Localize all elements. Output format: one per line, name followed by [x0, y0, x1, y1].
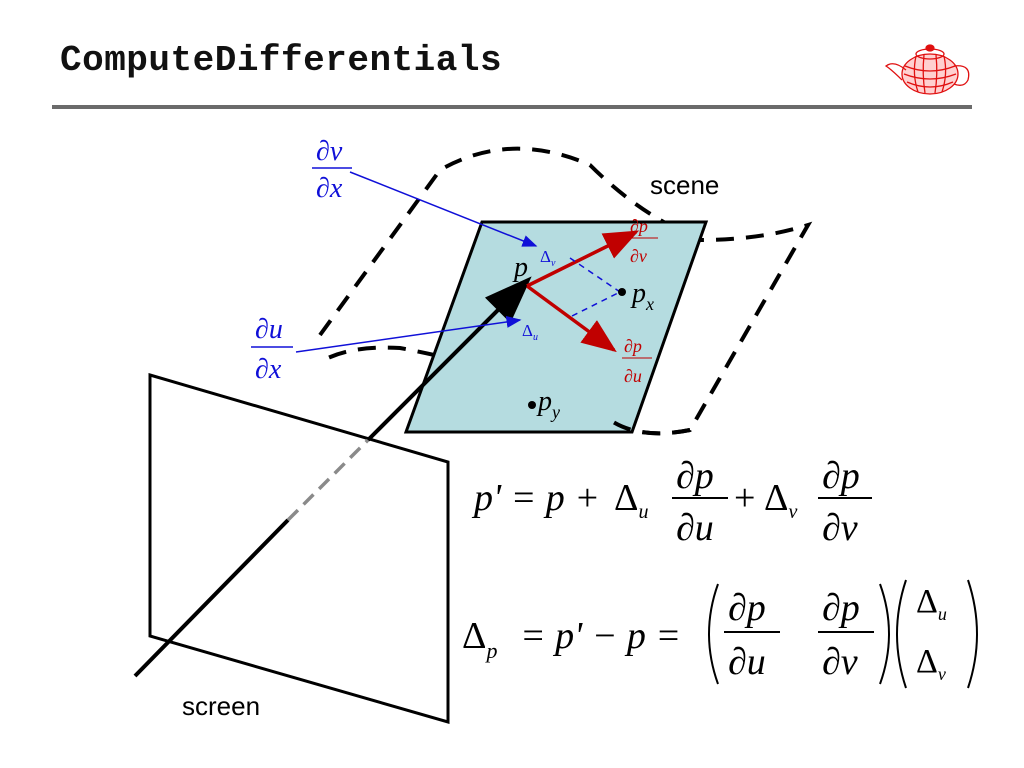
du-dx-numerator: ∂u — [255, 314, 283, 345]
eq1-denominator-1: ∂u — [676, 507, 714, 549]
dp-dv-arrow — [526, 230, 640, 288]
px-base: p — [630, 278, 646, 309]
eq1-delta-v: Δv — [764, 477, 797, 523]
eq1-numerator-1: ∂p — [676, 455, 714, 497]
eq1-delta-v-symbol: Δ — [764, 477, 788, 519]
delta-v-symbol: Δ — [540, 247, 551, 266]
eq2-vector-top-symbol: Δ — [916, 583, 938, 620]
delta-u-offset — [571, 291, 621, 317]
eq1-numerator-2: ∂p — [822, 455, 860, 497]
teapot-wireframe-icon — [884, 44, 970, 95]
eq2-lhs-delta: Δ — [462, 615, 486, 657]
eq2-lhs-subscript: p — [484, 638, 497, 663]
dp-du-numerator: ∂p — [624, 336, 642, 356]
eq2-vector-right-paren — [967, 579, 978, 689]
point-p-label: p — [512, 252, 528, 283]
eq2-numerator-1: ∂p — [728, 587, 766, 629]
scene-surface-outline — [318, 146, 813, 436]
view-ray-front — [133, 518, 290, 678]
slide-title: ComputeDifferentials — [60, 40, 503, 81]
eq2-vector-bottom-subscript: v — [938, 664, 946, 684]
eq2-denominator-1: ∂u — [728, 641, 766, 683]
dv-dx-pointer — [349, 171, 538, 247]
eq1-denominator-2: ∂v — [822, 507, 858, 549]
eq1-delta-u-subscript: u — [638, 501, 648, 523]
screen-label: screen — [182, 691, 260, 721]
point-py — [528, 401, 536, 409]
delta-u-label: Δu — [522, 321, 538, 343]
eq2-matrix-left-paren — [708, 583, 719, 685]
eq2-lhs: Δp — [462, 615, 497, 663]
du-dx-denominator: ∂x — [255, 354, 282, 385]
eq1-plus: + — [734, 477, 755, 519]
py-base: p — [536, 386, 552, 417]
eq2-vector-top: Δu — [916, 583, 947, 624]
eq1-delta-v-subscript: v — [788, 501, 797, 523]
eq2-numerator-2: ∂p — [822, 587, 860, 629]
eq2-vector-bottom-symbol: Δ — [916, 643, 938, 680]
scene-surface-outline-front — [608, 418, 691, 436]
surface-patch — [403, 220, 709, 434]
delta-v-label: Δv — [540, 247, 556, 269]
view-ray-hidden — [286, 438, 370, 522]
dp-dv-denominator: ∂v — [630, 246, 647, 266]
eq1-delta-u: Δu — [614, 477, 648, 523]
title-divider — [52, 105, 972, 109]
eq2-matrix-right-paren — [879, 583, 890, 685]
eq2-vector-left-paren — [896, 579, 907, 689]
point-px-label: px — [630, 278, 654, 314]
screen-plane — [148, 372, 450, 724]
delta-u-subscript: u — [533, 332, 538, 343]
delta-u-symbol: Δ — [522, 321, 533, 340]
eq2-vector-top-subscript: u — [938, 604, 947, 624]
delta-v-subscript: v — [551, 258, 556, 269]
point-py-label: py — [536, 386, 560, 422]
eq2-vector-bottom: Δv — [916, 643, 946, 684]
eq1-delta-u-symbol: Δ — [614, 477, 638, 519]
dp-du-denominator: ∂u — [624, 366, 642, 386]
point-px — [618, 288, 626, 296]
du-dx-pointer — [295, 315, 522, 353]
dv-dx-numerator: ∂v — [316, 136, 343, 167]
px-subscript: x — [645, 294, 654, 314]
eq1-lhs: p' = p + — [471, 477, 600, 519]
view-ray-scene — [366, 276, 532, 442]
dv-dx-denominator: ∂x — [316, 173, 343, 204]
scene-label: scene — [650, 170, 719, 200]
equation-2: Δp = p' − p = ∂p ∂u ∂p ∂v Δu Δv — [462, 579, 978, 689]
equation-1: p' = p + Δu ∂p ∂u + Δv ∂p ∂v — [471, 455, 872, 549]
eq2-denominator-2: ∂v — [822, 641, 858, 683]
dp-dv-numerator: ∂p — [630, 216, 648, 236]
py-subscript: y — [550, 402, 560, 422]
eq2-middle: = p' − p = — [520, 615, 681, 657]
dp-du-arrow — [525, 284, 617, 353]
